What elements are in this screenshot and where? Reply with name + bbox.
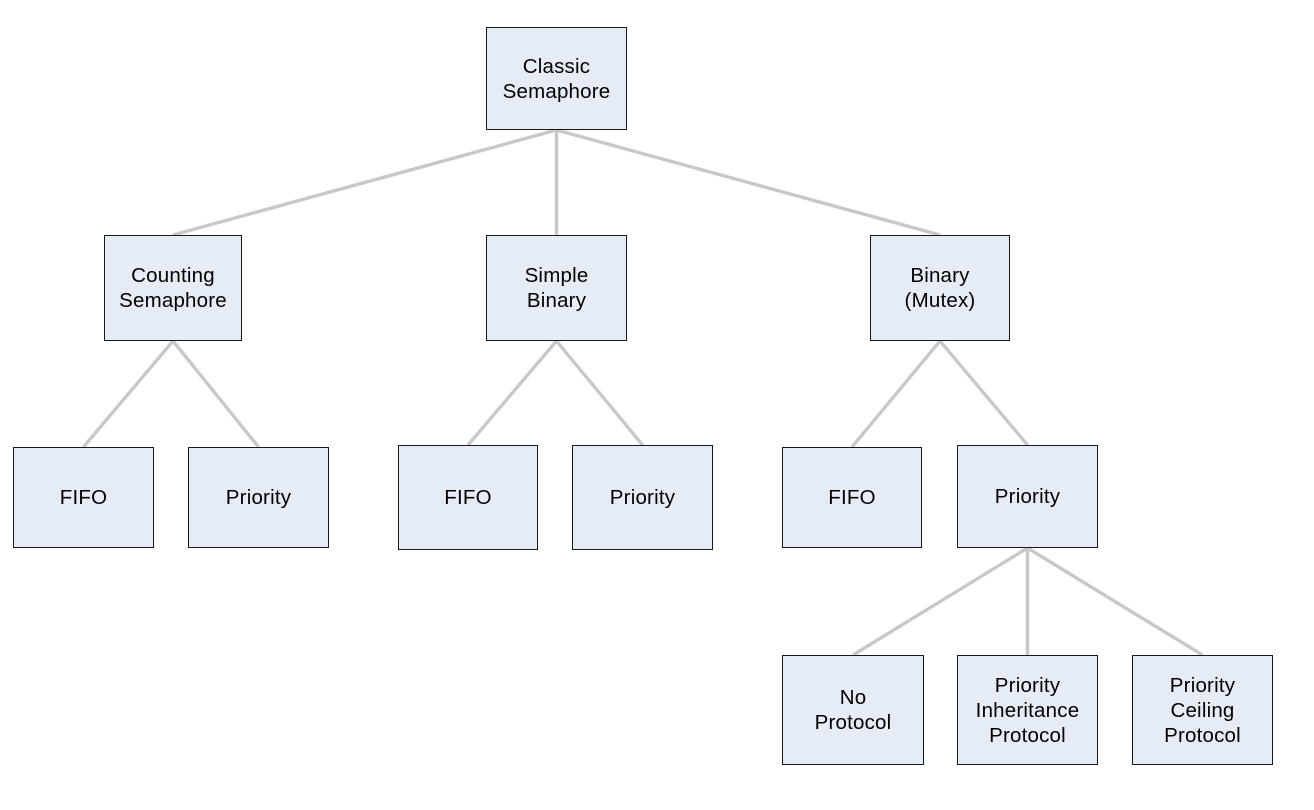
node-label-binary-mutex: Binary (Mutex)	[904, 264, 976, 312]
node-label-priority-ceiling-protocol: Priority Ceiling Protocol	[1164, 673, 1241, 747]
node-mutex-fifo[interactable]: FIFO	[782, 447, 922, 548]
node-binary-mutex[interactable]: Binary (Mutex)	[870, 235, 1010, 341]
node-priority-inheritance-protocol[interactable]: Priority Inheritance Protocol	[957, 655, 1098, 765]
node-classic-semaphore[interactable]: Classic Semaphore	[486, 27, 627, 130]
node-counting-priority[interactable]: Priority	[188, 447, 329, 548]
edge-counting-semaphore-to-counting-fifo	[82, 339, 175, 449]
edge-counting-semaphore-to-counting-priority	[171, 339, 260, 449]
node-no-protocol[interactable]: No Protocol	[782, 655, 924, 765]
node-label-counting-priority: Priority	[225, 486, 292, 509]
edge-classic-semaphore-to-counting-semaphore	[172, 128, 557, 237]
node-label-mutex-priority: Priority	[994, 485, 1061, 508]
edge-mutex-priority-to-priority-ceiling-protocol	[1026, 546, 1204, 657]
node-simple-binary[interactable]: Simple Binary	[486, 235, 627, 341]
node-label-counting-semaphore: Counting Semaphore	[119, 264, 227, 312]
node-mutex-priority[interactable]: Priority	[957, 445, 1098, 548]
edge-binary-mutex-to-mutex-fifo	[850, 339, 942, 449]
node-label-mutex-fifo: FIFO	[828, 486, 876, 509]
edge-simple-binary-to-simple-binary-priority	[555, 339, 644, 447]
edge-mutex-priority-to-no-protocol	[852, 546, 1029, 657]
edge-simple-binary-to-simple-binary-fifo	[466, 339, 558, 447]
node-label-classic-semaphore: Classic Semaphore	[502, 54, 611, 103]
node-label-priority-inheritance-protocol: Priority Inheritance Protocol	[975, 673, 1080, 747]
node-label-counting-fifo: FIFO	[59, 486, 108, 509]
node-label-simple-binary-priority: Priority	[609, 486, 676, 509]
node-label-no-protocol: No Protocol	[814, 686, 892, 734]
edge-binary-mutex-to-mutex-priority	[938, 339, 1029, 447]
node-counting-semaphore[interactable]: Counting Semaphore	[104, 235, 242, 341]
node-simple-binary-fifo[interactable]: FIFO	[398, 445, 538, 550]
node-counting-fifo[interactable]: FIFO	[13, 447, 154, 548]
node-simple-binary-priority[interactable]: Priority	[572, 445, 713, 550]
node-label-simple-binary: Simple Binary	[524, 264, 589, 312]
node-priority-ceiling-protocol[interactable]: Priority Ceiling Protocol	[1132, 655, 1273, 765]
node-label-simple-binary-fifo: FIFO	[444, 486, 492, 509]
edge-classic-semaphore-to-binary-mutex	[556, 128, 941, 237]
